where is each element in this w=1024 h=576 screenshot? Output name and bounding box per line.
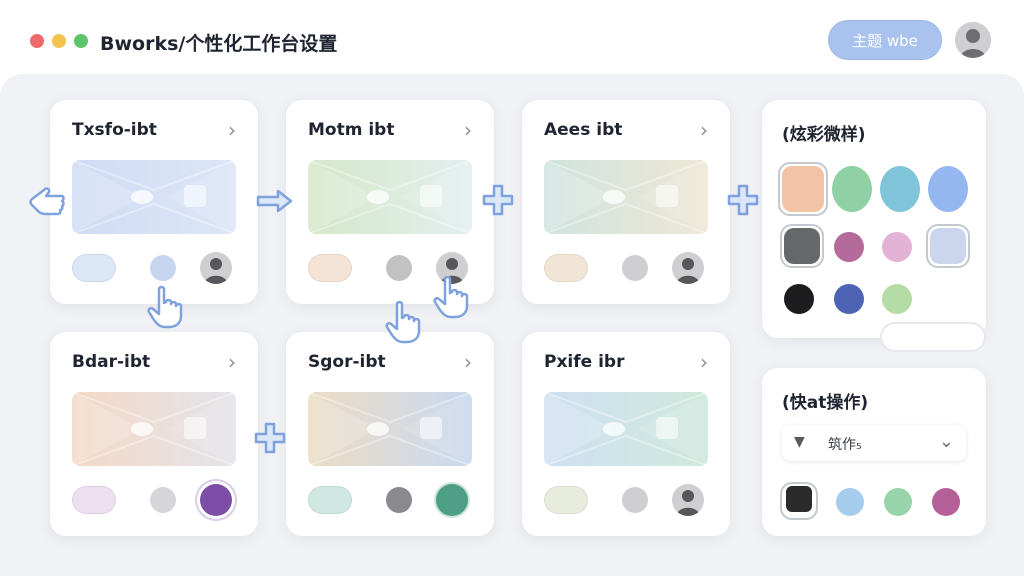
- chevron-right-icon[interactable]: ›: [228, 350, 236, 374]
- card-preview-thumbnail: [544, 392, 708, 466]
- card-preview-thumbnail: [308, 160, 472, 234]
- color-swatch[interactable]: [782, 166, 824, 212]
- color-swatch[interactable]: [882, 284, 912, 314]
- template-card[interactable]: Aees ibt ›: [522, 100, 730, 304]
- color-dot[interactable]: [622, 255, 648, 281]
- filter-icon: ▼: [794, 434, 805, 450]
- color-dot[interactable]: [150, 255, 176, 281]
- template-card[interactable]: Sgor-ibt ›: [286, 332, 494, 536]
- arrow-right-icon: [254, 186, 294, 220]
- color-swatch[interactable]: [834, 284, 864, 314]
- purple-color-dot[interactable]: [200, 484, 232, 516]
- action-select[interactable]: ▼ 筑作₅ ⌄: [782, 425, 966, 461]
- quick-color-swatch[interactable]: [836, 488, 864, 516]
- color-swatch[interactable]: [784, 284, 814, 314]
- card-title: Motm ibt: [308, 120, 395, 140]
- color-swatch[interactable]: [832, 166, 872, 212]
- swatch-selection-ring: [926, 224, 970, 268]
- chevron-right-icon[interactable]: ›: [700, 350, 708, 374]
- swatch-selection-ring: [780, 224, 824, 268]
- color-panel-title: (炫彩微样): [782, 125, 866, 145]
- card-title: Sgor-ibt: [308, 352, 386, 372]
- pointing-hand-icon: [432, 275, 470, 323]
- style-pill-toggle[interactable]: [544, 486, 588, 514]
- user-avatar-icon[interactable]: [200, 252, 232, 284]
- chevron-right-icon[interactable]: ›: [464, 118, 472, 142]
- teal-color-dot[interactable]: [436, 484, 468, 516]
- color-swatch[interactable]: [928, 166, 968, 212]
- plus-icon: [480, 182, 516, 222]
- swatch-selection-ring: [778, 162, 828, 216]
- swatch-selection-ring: [780, 482, 818, 520]
- style-pill-toggle[interactable]: [544, 254, 588, 282]
- template-card[interactable]: Bdar-ibt ›: [50, 332, 258, 536]
- color-dot[interactable]: [150, 487, 176, 513]
- minimize-window-button[interactable]: [52, 34, 66, 48]
- template-card[interactable]: Pxife ibr ›: [522, 332, 730, 536]
- pointing-hand-icon: [384, 300, 422, 348]
- card-title: Pxife ibr: [544, 352, 625, 372]
- title-bar: Bworks/个性化工作台设置 主题 wbe: [0, 0, 1024, 80]
- color-swatch[interactable]: [834, 232, 864, 262]
- close-window-button[interactable]: [30, 34, 44, 48]
- card-preview-thumbnail: [72, 392, 236, 466]
- template-card[interactable]: Txsfo-ibt ›: [50, 100, 258, 304]
- style-pill-toggle[interactable]: [72, 486, 116, 514]
- quick-color-swatch[interactable]: [884, 488, 912, 516]
- quick-color-swatch[interactable]: [932, 488, 960, 516]
- style-pill-toggle[interactable]: [72, 254, 116, 282]
- card-preview-thumbnail: [72, 160, 236, 234]
- user-avatar[interactable]: [955, 22, 991, 58]
- color-swatch[interactable]: [930, 228, 966, 264]
- chevron-down-icon: ⌄: [938, 431, 954, 452]
- pointing-hand-icon: [26, 183, 66, 221]
- quick-color-swatch[interactable]: [786, 486, 812, 512]
- user-avatar-icon: [955, 22, 991, 58]
- color-dot[interactable]: [386, 487, 412, 513]
- chevron-right-icon[interactable]: ›: [228, 118, 236, 142]
- user-avatar-icon[interactable]: [672, 484, 704, 516]
- color-swatch[interactable]: [880, 166, 920, 212]
- style-pill-toggle[interactable]: [308, 486, 352, 514]
- color-swatch[interactable]: [784, 228, 820, 264]
- action-select-value: 筑作₅: [828, 437, 862, 453]
- pointing-hand-icon: [146, 285, 184, 333]
- template-card[interactable]: Motm ibt ›: [286, 100, 494, 304]
- quick-actions-panel: (快at操作) ▼ 筑作₅ ⌄: [762, 368, 986, 536]
- style-pill-toggle[interactable]: [308, 254, 352, 282]
- plus-icon: [725, 182, 761, 222]
- card-title: Txsfo-ibt: [72, 120, 157, 140]
- plus-icon: [252, 420, 288, 460]
- color-swatch[interactable]: [882, 232, 912, 262]
- chevron-right-icon[interactable]: ›: [464, 350, 472, 374]
- card-preview-thumbnail: [308, 392, 472, 466]
- color-style-panel: (炫彩微样): [762, 100, 986, 338]
- chevron-right-icon[interactable]: ›: [700, 118, 708, 142]
- user-avatar-icon[interactable]: [672, 252, 704, 284]
- card-title: Bdar-ibt: [72, 352, 151, 372]
- color-dot[interactable]: [622, 487, 648, 513]
- maximize-window-button[interactable]: [74, 34, 88, 48]
- color-dot[interactable]: [386, 255, 412, 281]
- quick-panel-title: (快at操作): [782, 393, 869, 413]
- card-preview-thumbnail: [544, 160, 708, 234]
- card-title: Aees ibt: [544, 120, 623, 140]
- toggle-switch[interactable]: [880, 322, 986, 352]
- theme-button[interactable]: 主题 wbe: [828, 20, 942, 60]
- app-title: Bworks/个性化工作台设置: [100, 33, 338, 55]
